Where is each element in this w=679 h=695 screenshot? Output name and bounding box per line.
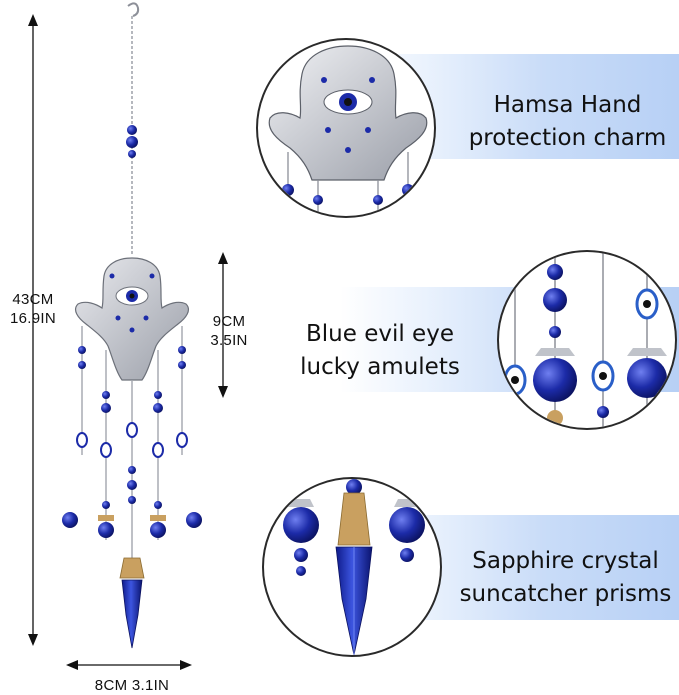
evil-eye-closeup-image bbox=[497, 250, 677, 430]
strand-beads bbox=[62, 346, 202, 538]
feature-text-1: Hamsa Hand protection charm bbox=[456, 89, 679, 155]
hamsa-hand-closeup-icon bbox=[268, 45, 428, 216]
hand-height-arrow bbox=[218, 252, 228, 398]
evil-eye-beads-icon bbox=[503, 252, 667, 428]
feature-2-line2: lucky amulets bbox=[300, 354, 460, 380]
hand-height-label: 9CM 3.5IN bbox=[196, 312, 262, 350]
feature-text-2: Blue evil eye lucky amulets bbox=[278, 318, 482, 384]
hamsa-hand-icon bbox=[74, 257, 190, 381]
crystal-prism-icon bbox=[119, 557, 145, 649]
total-length-cm: 43CM bbox=[12, 291, 54, 308]
sapphire-prism-icon bbox=[283, 479, 425, 655]
total-length-label: 43CM 16.9IN bbox=[0, 290, 66, 328]
wind-chime-product-image bbox=[62, 2, 202, 649]
feature-2-line1: Blue evil eye bbox=[306, 321, 454, 347]
prism-closeup-image bbox=[262, 477, 442, 657]
total-length-in: 16.9IN bbox=[10, 310, 56, 327]
feature-3-line1: Sapphire crystal bbox=[472, 548, 659, 574]
width-arrow bbox=[66, 660, 192, 670]
feature-1-line2: protection charm bbox=[468, 125, 667, 151]
feature-text-3: Sapphire crystal suncatcher prisms bbox=[452, 545, 679, 611]
feature-1-line1: Hamsa Hand bbox=[493, 92, 642, 118]
hamsa-closeup-image bbox=[256, 38, 436, 218]
hand-height-cm: 9CM bbox=[212, 313, 246, 330]
hand-height-in: 3.5IN bbox=[210, 332, 248, 349]
hook-icon bbox=[127, 2, 140, 17]
total-length-arrow bbox=[28, 14, 38, 646]
feature-3-line2: suncatcher prisms bbox=[459, 581, 672, 607]
width-label: 8CM 3.1IN bbox=[94, 677, 170, 694]
